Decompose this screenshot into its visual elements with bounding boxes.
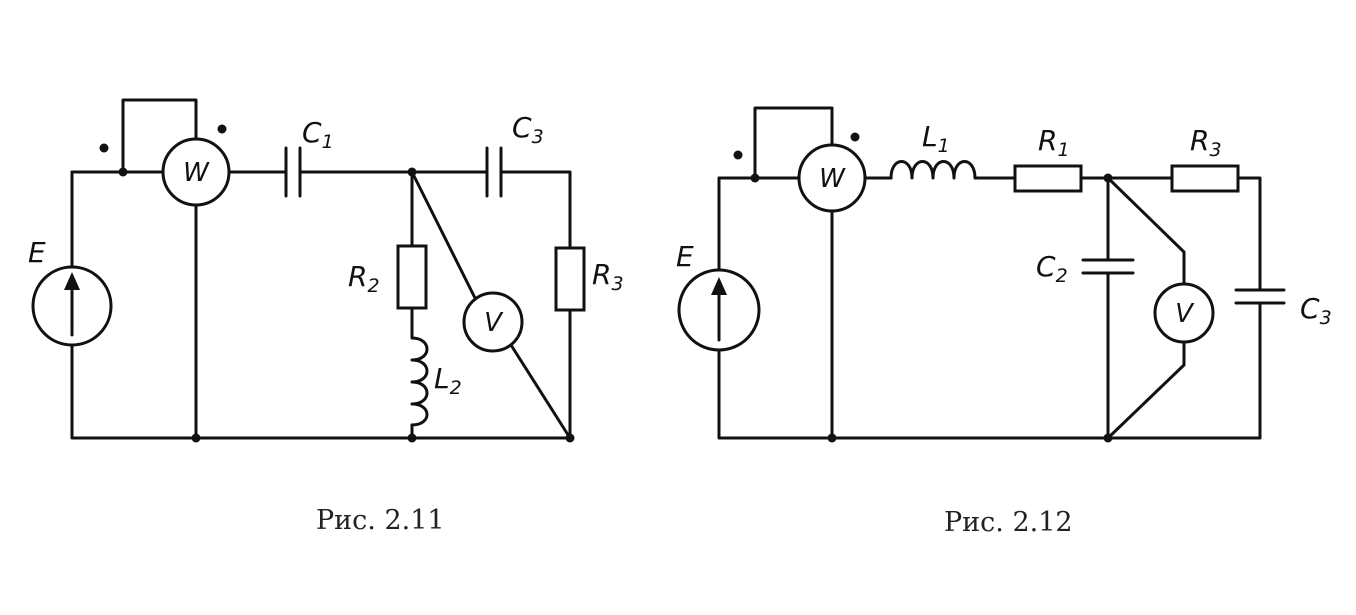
wattmeter-w: [797, 143, 867, 213]
voltmeter-v: [1153, 282, 1215, 344]
junction-nodes-fig-2-12: [750, 173, 1113, 443]
capacitor-c3: [1234, 288, 1286, 305]
wires-fig-2-11: [70, 98, 572, 440]
label-w: W: [183, 158, 210, 188]
wattmeter-w: [161, 137, 231, 207]
wires-fig-2-12: [717, 106, 1262, 440]
polarity-dot: [733, 150, 743, 160]
label-c2: C2: [1036, 250, 1068, 287]
resistor-r3: [554, 246, 586, 312]
label-e: E: [676, 240, 694, 273]
voltmeter-v: [462, 291, 524, 353]
polarity-dot: [217, 124, 227, 134]
label-r1: R1: [1038, 124, 1070, 161]
junction-nodes-fig-2-11: [118, 167, 575, 443]
label-v: V: [1175, 299, 1195, 329]
label-c1: C1: [302, 116, 334, 153]
figure-2-12: E W V L1 R1 R3 C2 C3 Рис. 2.12: [676, 106, 1332, 538]
polarity-dot: [850, 132, 860, 142]
label-e: E: [28, 236, 46, 269]
label-c3: C3: [512, 111, 544, 148]
voltage-source-e: [677, 268, 761, 352]
caption-fig-2-11: Рис. 2.11: [316, 505, 445, 536]
label-c3: C3: [1300, 292, 1332, 329]
capacitor-c3: [485, 146, 503, 198]
inductor-l2: [410, 336, 429, 427]
label-l1: L1: [922, 120, 950, 157]
label-w: W: [819, 164, 846, 194]
figure-2-11: E W V C1 C3 R2 L2 R3 Рис. 2.11: [28, 98, 624, 536]
voltage-source-e: [31, 265, 113, 347]
label-l2: L2: [434, 362, 462, 399]
label-v: V: [484, 308, 504, 338]
polarity-dot: [99, 143, 109, 153]
capacitor-c1: [284, 146, 302, 198]
resistor-r1: [1013, 164, 1083, 193]
capacitor-c2: [1081, 258, 1135, 275]
label-r2: R2: [348, 260, 380, 297]
inductor-l1: [889, 160, 977, 180]
resistor-r2: [396, 244, 428, 310]
caption-fig-2-12: Рис. 2.12: [944, 507, 1073, 538]
label-r3: R3: [1190, 124, 1222, 161]
label-r3: R3: [592, 258, 624, 295]
resistor-r3: [1170, 164, 1240, 193]
